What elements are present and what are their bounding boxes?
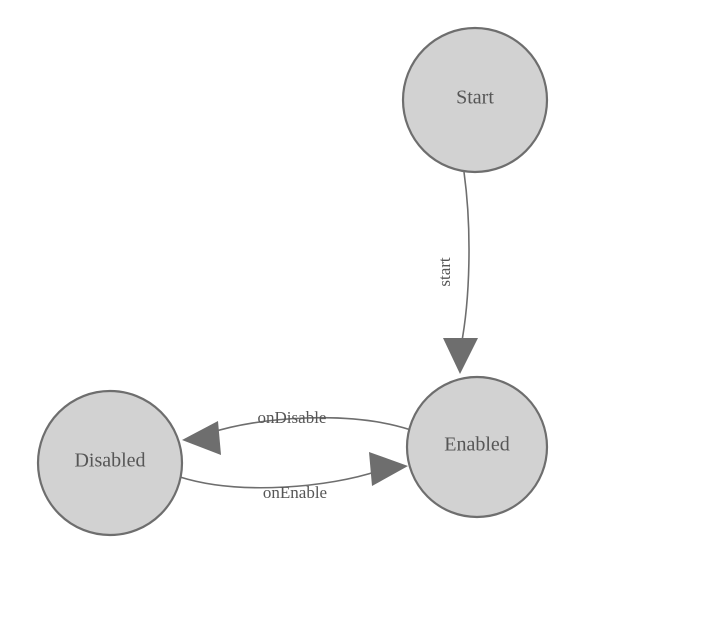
edge-path-start-to-enabled <box>460 171 470 347</box>
state-node-disabled-circle <box>36 389 184 537</box>
state-node-enabled-label: Enabled <box>444 434 510 456</box>
arrowhead-right-icon <box>369 452 408 486</box>
state-node-disabled-label: Disabled <box>74 450 145 472</box>
state-node-start-circle <box>401 26 549 174</box>
state-node-start-label: Start <box>456 87 494 109</box>
edge-path-enabled-to-disabled <box>209 417 412 434</box>
edge-start-to-enabled[interactable]: start <box>435 171 478 374</box>
state-node-disabled[interactable]: Disabled <box>36 389 184 537</box>
state-node-enabled-circle <box>405 375 549 519</box>
edge-label-onEnable: onEnable <box>263 483 327 502</box>
edge-label-onDisable: onDisable <box>258 408 327 427</box>
state-node-start[interactable]: Start <box>401 26 549 174</box>
edge-disabled-to-enabled[interactable]: onEnable <box>179 452 408 502</box>
arrowhead-down-icon <box>443 338 478 374</box>
edge-path-disabled-to-enabled <box>179 470 379 489</box>
arrowhead-left-icon <box>182 421 221 455</box>
state-node-enabled[interactable]: Enabled <box>405 375 549 519</box>
edge-enabled-to-disabled[interactable]: onDisable <box>182 408 412 455</box>
edge-label-start: start <box>435 257 454 287</box>
